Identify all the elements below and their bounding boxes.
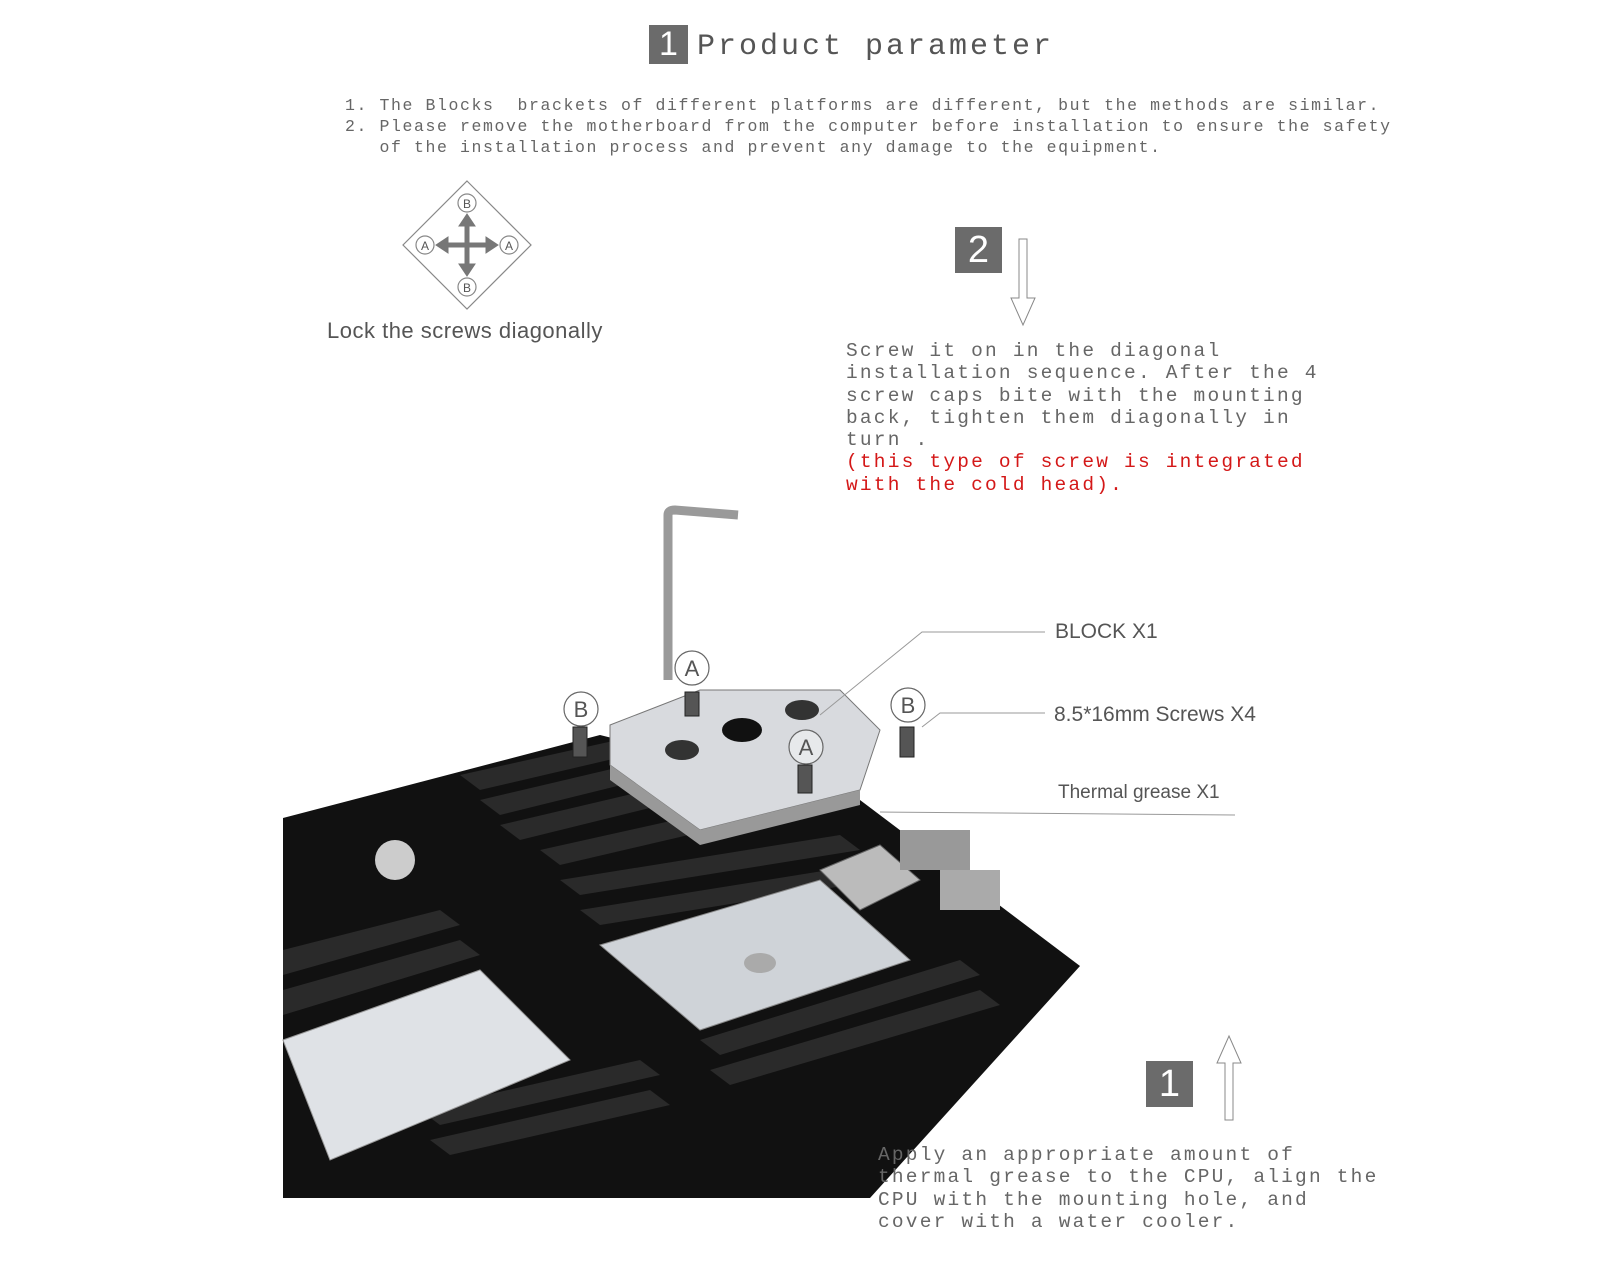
four-way-arrow-icon: [435, 213, 499, 277]
step-2-line: Screw it on in the diagonal: [846, 340, 1222, 362]
step-1-line: thermal grease to the CPU, align the: [878, 1166, 1379, 1189]
step-2-badge: 2: [955, 227, 1002, 273]
diagonal-caption: Lock the screws diagonally: [327, 318, 603, 343]
notes: 1. The Blocks brackets of different plat…: [345, 95, 1392, 158]
heatsink: [819, 844, 921, 911]
screw-marker-a: A: [799, 735, 814, 760]
step-1-line: cover with a water cooler.: [878, 1210, 1240, 1233]
note-2: 2. Please remove the motherboard from th…: [345, 117, 1392, 136]
screw-marker-b: B: [901, 693, 916, 718]
note-2-cont: of the installation process and prevent …: [345, 138, 1162, 157]
part-label-block: BLOCK X1: [1055, 620, 1158, 643]
step-2-warning: with the cold head).: [846, 473, 1125, 496]
diagram-label-a-right: A: [505, 239, 513, 253]
screw-marker-a: A: [685, 656, 700, 681]
part-label-screws: 8.5*16mm Screws X4: [1054, 703, 1256, 726]
screw-marker-b: B: [574, 697, 589, 722]
up-arrow-icon: [1216, 1034, 1242, 1121]
cpu-socket-2: [282, 969, 571, 1161]
screws: [572, 691, 915, 794]
page-title: Product parameter: [697, 30, 1055, 64]
diagram-label-b-top: B: [463, 197, 471, 211]
diagram-label-a-left: A: [421, 239, 429, 253]
diagram-label-b-bottom: B: [463, 281, 471, 295]
motherboard: [282, 735, 1080, 1198]
hex-key: [663, 505, 739, 680]
down-arrow-icon: [1010, 238, 1036, 327]
step-2-line: back, tighten them diagonally in: [846, 406, 1291, 429]
step-1-line: CPU with the mounting hole, and: [878, 1188, 1309, 1211]
step-1-badge: 1: [1146, 1061, 1193, 1107]
part-label-grease: Thermal grease X1: [1058, 782, 1220, 803]
diagonal-lock-diagram: [402, 180, 532, 310]
callout-lines: [819, 631, 1236, 816]
step-number-badge: 1: [649, 25, 688, 64]
step-2-warning: (this type of screw is integrated: [846, 451, 1305, 474]
step-2-line: installation sequence. After the 4: [846, 362, 1319, 385]
water-block: [609, 689, 881, 845]
step-2-line: turn .: [846, 429, 930, 452]
step-1-line: Apply an appropriate amount of: [878, 1144, 1296, 1166]
note-1: 1. The Blocks brackets of different plat…: [345, 96, 1381, 115]
step-2-line: screw caps bite with the mounting: [846, 384, 1305, 407]
